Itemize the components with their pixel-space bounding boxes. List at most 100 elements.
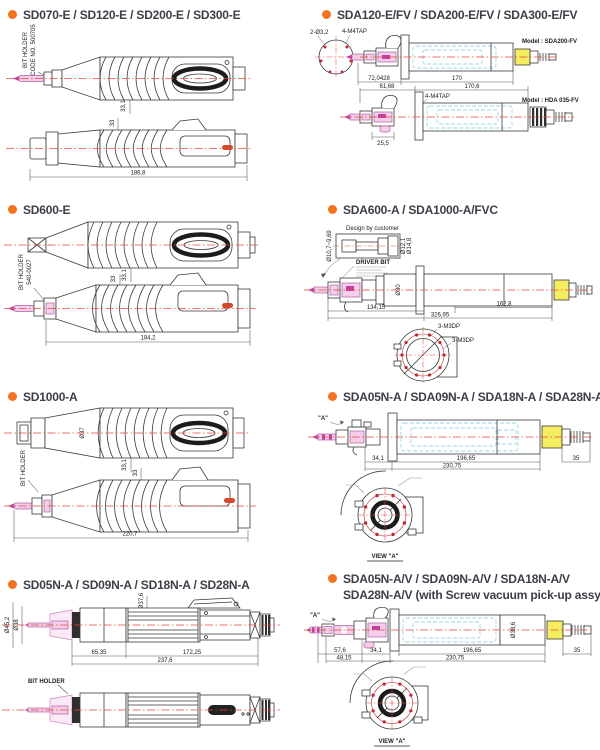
dia-12-label: Ø12,1 (401, 237, 407, 254)
bottom-view (2, 692, 280, 728)
svg-text:61,68: 61,68 (379, 84, 395, 90)
section-header-sd070: SD070-E / SD120-E / SD200-E / SD300-E (8, 7, 241, 23)
svg-text:65,35: 65,35 (91, 650, 107, 656)
section-header-sda120: SDA120-E/FV / SDA200-E/FV / SDA300-E/FV (322, 7, 577, 23)
section-title: SD070-E / SD120-E / SD200-E / SD300-E (23, 8, 241, 22)
section-title: SD05N-A / SD09N-A / SD18N-A / SD28N-A (23, 578, 250, 592)
bit-holder-callout: BIT HOLDER CODE NO. 500705 (23, 24, 47, 77)
bit-holder-label: BIT HOLDER (21, 449, 27, 486)
bottom-view (4, 272, 256, 333)
svg-text:35: 35 (574, 648, 581, 654)
svg-text:DRIVER BIT: DRIVER BIT (356, 260, 390, 266)
svg-text:237,6: 237,6 (157, 658, 173, 664)
drawing-sda05nv: "A" Ø38,6 57,6 34,1 196,65 35 48,15 230, (304, 606, 592, 747)
svg-text:184,2: 184,2 (140, 336, 156, 342)
svg-text:34,1: 34,1 (370, 648, 382, 654)
upper-unit (346, 34, 558, 80)
section-title: SD600-E (23, 203, 71, 217)
view-a-label: VIEW "A" (367, 554, 403, 562)
svg-text:"A": "A" (310, 613, 320, 619)
dims: 34,1 196,65 35 230,75 (364, 441, 591, 471)
model-label-1: Model : SDA200-FV (522, 39, 577, 45)
dim-33-1: 33,1 (122, 458, 132, 472)
svg-text:162,8: 162,8 (496, 302, 512, 308)
bullet-icon (8, 392, 17, 401)
bullet-icon (328, 574, 337, 583)
svg-text:134,15: 134,15 (367, 305, 386, 311)
drawing-sd05n: Ø45,2 Ø38 Ø37,6 65,35 172,25 237,6 (2, 592, 280, 728)
tap-label-2: 3-M3DP (452, 338, 474, 344)
view-a-pointer: "A" (318, 416, 344, 425)
lower-dims: 61,68 170,6 (359, 84, 529, 103)
svg-text:196,65: 196,65 (457, 456, 476, 462)
section-header-sd1000: SD1000-A (8, 389, 78, 405)
svg-text:230,75: 230,75 (446, 656, 465, 662)
section-title: SDA600-A / SDA1000-A/FVC (343, 203, 498, 217)
svg-text:33,1: 33,1 (122, 459, 128, 471)
svg-text:170,6: 170,6 (464, 84, 480, 90)
svg-text:33: 33 (110, 119, 116, 126)
drawing-sda600: Design by customer Ø10,7~9,69 Ø12,1 Ø14,… (304, 226, 594, 383)
top-view: Ø37 (4, 407, 250, 459)
drawing-sd070-series: BIT HOLDER CODE NO. 500705 33,1 33 Ø37 (6, 24, 252, 181)
svg-text:326,95: 326,95 (431, 313, 450, 319)
model-label-2: Model : HDA 035-FV (522, 98, 579, 104)
flange (414, 91, 424, 141)
hole-label: 2-Ø3,2 (310, 30, 329, 36)
dim-33: 33 (111, 274, 121, 286)
svg-text:230,75: 230,75 (443, 464, 462, 470)
bullet-icon (8, 580, 17, 589)
dia-14-label: Ø14,8 (407, 237, 413, 254)
top-view (6, 56, 250, 101)
svg-text:57,6: 57,6 (334, 648, 346, 654)
svg-text:72,0428: 72,0428 (368, 76, 390, 82)
end-view-circle: 2-Ø3,2 4-M4TAP (310, 29, 367, 78)
section-header-sda600: SDA600-A / SDA1000-A/FVC (328, 202, 498, 218)
section-header-sda05n: SDA05N-A / SDA09N-A / SDA18N-A / SDA28N-… (328, 389, 600, 405)
view-a-label: VIEW "A" (374, 739, 410, 747)
section-title: SD1000-A (23, 390, 78, 404)
dim-length: 186,8 (29, 165, 248, 181)
bullet-icon (8, 205, 17, 214)
tap-label-2: 4-M4TAP (425, 94, 450, 100)
section-header-sda05nv: SDA05N-A/V / SDA09N-A/V / SDA18N-A/V SDA… (328, 571, 600, 603)
dim-33-1: 33,1 (121, 100, 131, 114)
dia-small-label: Ø10,7~9,69 (327, 230, 333, 262)
slot-mark (222, 145, 233, 150)
bit-holder-label: BIT HOLDER (19, 253, 25, 290)
design-note: Design by customer (346, 226, 399, 232)
svg-text:33,1: 33,1 (121, 100, 127, 112)
drawing-sda120-series: 2-Ø3,2 4-M4TAP Model : SDA200-FV 72,0428… (310, 29, 579, 147)
bit-holder-label: BIT HOLDER (23, 31, 29, 68)
section-title: SDA05N-A / SDA09N-A / SDA18N-A / SDA28N-… (343, 390, 600, 404)
dim-33-1: 33,1 (122, 268, 132, 282)
svg-text:48,15: 48,15 (336, 656, 352, 662)
svg-text:35: 35 (573, 456, 580, 462)
section-title: SDA120-E/FV / SDA200-E/FV / SDA300-E/FV (337, 8, 578, 22)
drawing-sda05n: "A" 34,1 196,65 35 230,75 (308, 412, 592, 562)
svg-text:"A": "A" (318, 416, 328, 422)
bullet-icon (328, 392, 337, 401)
dims: 65,35 172,25 237,6 (71, 638, 259, 666)
svg-text:34,1: 34,1 (372, 456, 384, 462)
bullet-icon (322, 10, 331, 19)
svg-text:170: 170 (452, 76, 463, 82)
slot-mark (224, 498, 235, 503)
top-view (4, 221, 258, 269)
bit-holder-callout: BIT HOLDER 540-0027 (19, 253, 45, 301)
slot-mark (222, 303, 233, 308)
dim-small: 25,5 (371, 132, 395, 147)
bullet-icon (8, 10, 17, 19)
main-unit: Ø38,6 (304, 606, 592, 652)
inset-shaft-detail: Ø10,7~9,69 Ø12,1 Ø14,8 (321, 230, 413, 278)
bullet-icon (328, 205, 337, 214)
section-header-sd600: SD600-E (8, 202, 70, 218)
upper-dims: 72,0428 170 (357, 63, 514, 85)
svg-text:33: 33 (133, 469, 139, 476)
section-title-line2: SDA28N-A/V (with Screw vacuum pick-up as… (343, 588, 600, 602)
svg-text:BIT HOLDER: BIT HOLDER (28, 679, 65, 685)
tap-label: 4-M4TAP (342, 29, 367, 35)
view-a-circle (349, 660, 429, 730)
main-unit (308, 412, 592, 462)
code-no-label: 540-0027 (27, 259, 33, 285)
